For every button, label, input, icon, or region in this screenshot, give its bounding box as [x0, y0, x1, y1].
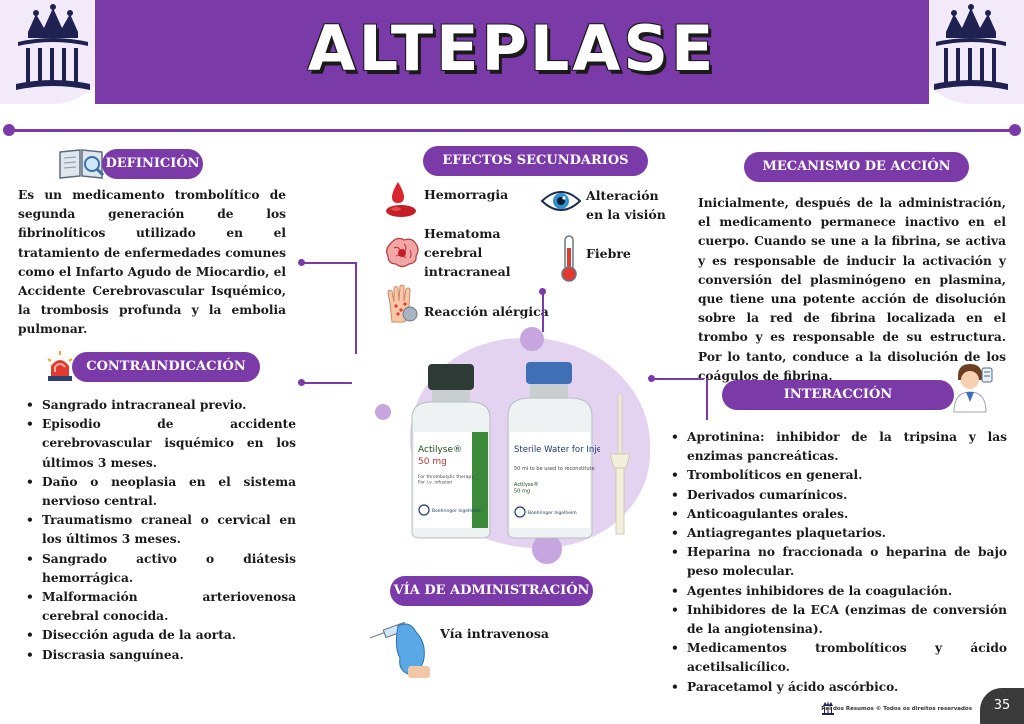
- list-item: Antiagregantes plaquetarios.: [669, 524, 1007, 543]
- interaccion-label: INTERACCIÓN FARMACOLÓGICA: [722, 380, 954, 432]
- vial1-dose: 50 mg: [418, 457, 447, 467]
- eye-icon: [540, 191, 582, 211]
- list-item: Medicamentos trombolíticos y ácido aceti…: [669, 639, 1007, 677]
- list-item: Heparina no fraccionada o heparina de ba…: [669, 543, 1007, 581]
- definicion-label: DEFINICIÓN: [102, 149, 203, 179]
- via-label: VÍA DE ADMINISTRACIÓN: [390, 576, 593, 606]
- list-item: Sangrado intracraneal previo.: [24, 396, 296, 415]
- footer-logo-icon: [822, 701, 834, 715]
- interaccion-list: Aprotinina: inhibidor de la tripsina y l…: [669, 428, 1007, 697]
- decor-circle: [532, 534, 562, 564]
- connector-line: [302, 262, 356, 264]
- list-item: Agentes inhibidores de la coagulación.: [669, 582, 1007, 601]
- list-item: Derivados cumarínicos.: [669, 486, 1007, 505]
- list-item: Anticoagulantes orales.: [669, 505, 1007, 524]
- vial2-maker: Boehringer Ingelheim: [528, 510, 577, 516]
- efectos-label: EFECTOS SECUNDARIOS: [423, 146, 648, 176]
- connector-dot: [298, 379, 305, 386]
- efecto-reaccion: Reacción alérgica: [424, 304, 549, 319]
- list-item: Aprotinina: inhibidor de la tripsina y l…: [669, 428, 1007, 466]
- vial1-maker: Boehringer Ingelheim: [432, 508, 481, 514]
- crown-book-logo-icon: [934, 4, 1008, 90]
- syringe-hand-icon: [369, 621, 430, 678]
- list-item: Daño o neoplasia en el sistema nervioso …: [24, 473, 296, 511]
- efecto-fiebre: Fiebre: [586, 246, 631, 261]
- connector-line: [652, 378, 704, 380]
- list-item: Inhibidores de la ECA (enzimas de conver…: [669, 601, 1007, 639]
- decor-circle: [520, 327, 544, 351]
- connector-line: [355, 262, 357, 354]
- contraindicacion-label: CONTRAINDICACIÓN: [72, 352, 260, 382]
- book-magnifier-icon: [59, 149, 105, 179]
- list-item: Episodio de accidente cerebrovascular is…: [24, 415, 296, 473]
- definicion-text: Es un medicamento trombolítico de segund…: [18, 188, 286, 337]
- page-title: ALTEPLASE: [307, 12, 717, 85]
- via-text: Vía intravenosa: [440, 626, 549, 641]
- list-item: Malformación arteriovenosa cerebral cono…: [24, 588, 296, 626]
- divider-dot: [3, 124, 15, 136]
- transfer-needle-image: [609, 393, 631, 535]
- connector-dot: [648, 375, 655, 382]
- efecto-hematoma: Hematoma cerebral intracraneal: [424, 226, 511, 279]
- list-item: Disección aguda de la aorta.: [24, 626, 296, 645]
- actilyse-vial-image: Actilyse® 50 mg For thrombolytic therapy…: [411, 364, 491, 539]
- allergic-hand-icon: [387, 284, 418, 323]
- alarm-siren-icon: [47, 351, 73, 381]
- brain-icon: [386, 237, 419, 268]
- header-divider: [8, 129, 1016, 132]
- vial2-sub: 50 ml to be used to reconstitute: [514, 466, 595, 472]
- connector-line: [302, 382, 352, 384]
- list-item: Paracetamol y ácido ascórbico.: [669, 678, 1007, 697]
- blood-drop-icon: [386, 182, 416, 217]
- connector-line: [706, 378, 708, 420]
- footer-copyright: Rei dos Resumos © Todos os direitos rese…: [821, 706, 972, 712]
- mecanismo-text: Inicialmente, después de la administraci…: [698, 196, 1006, 383]
- sterile-water-vial-image: Sterile Water for Injection 50 ml to be …: [507, 362, 600, 539]
- contraindicacion-list: Sangrado intracraneal previo.Episodio de…: [24, 396, 296, 665]
- title-banner: [95, 0, 929, 104]
- divider-dot: [1009, 124, 1021, 136]
- connector-line: [542, 292, 544, 332]
- connector-dot: [539, 288, 546, 295]
- connector-dot: [298, 259, 305, 266]
- vial2-brand: Actilyse®50 mg: [514, 481, 538, 494]
- decor-circle: [375, 404, 391, 420]
- mecanismo-label: MECANISMO DE ACCIÓN: [744, 152, 969, 182]
- efecto-vision: Alteración en la visión: [586, 188, 666, 222]
- efecto-hemorragia: Hemorragia: [424, 187, 509, 202]
- list-item: Trombolíticos en general.: [669, 466, 1007, 485]
- pharmacist-icon: [953, 364, 993, 413]
- list-item: Discrasia sanguínea.: [24, 646, 296, 665]
- thermometer-icon: [561, 235, 577, 282]
- vial1-brand: Actilyse®: [418, 445, 462, 455]
- crown-book-logo-icon: [16, 4, 90, 90]
- list-item: Sangrado activo o diátesis hemorrágica.: [24, 550, 296, 588]
- vial2-title: Sterile Water for Injection: [514, 445, 600, 455]
- page-number: 35: [980, 688, 1024, 724]
- list-item: Traumatismo craneal o cervical en los úl…: [24, 511, 296, 549]
